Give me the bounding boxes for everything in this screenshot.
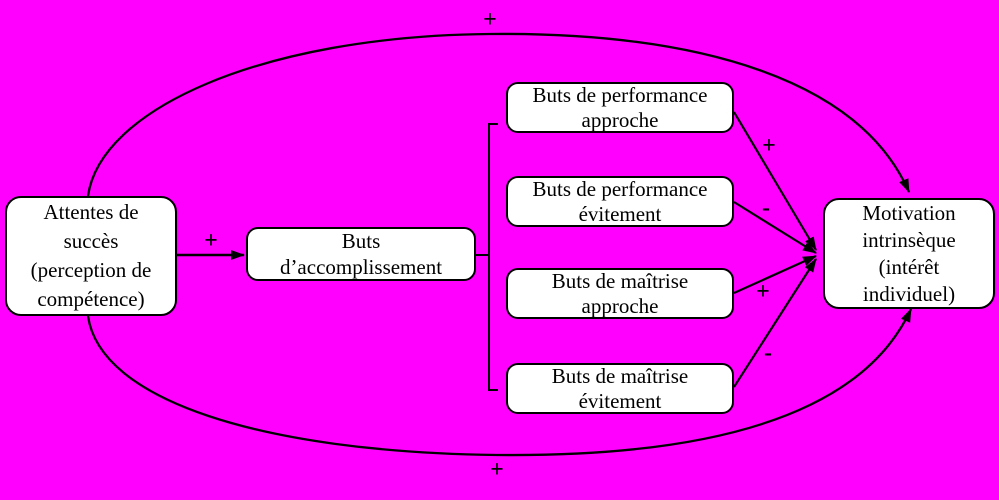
node-line: Buts de performance [532, 176, 708, 201]
edge-sign-perf-approche: + [762, 133, 776, 159]
node-line: évitement [578, 201, 662, 226]
node-line: Motivation [862, 200, 956, 225]
edge-sign-perf-evitement: - [762, 195, 770, 221]
node-line: Buts de maîtrise [551, 268, 689, 293]
node-buts-accomplissement: Buts d’accomplissement [246, 227, 476, 281]
edge-attentes-motivation-bottom-curve [86, 308, 913, 457]
edge-maitrise-approche-motivation [733, 254, 817, 295]
node-line: évitement [578, 388, 662, 413]
node-line: (perception de [30, 258, 152, 282]
edge-sign-attentes-accomplissement: + [204, 228, 218, 254]
edge-maitrise-evitement-motivation [733, 258, 817, 388]
node-buts-performance-evitement: Buts de performance évitement [506, 176, 734, 227]
bracket-goals [488, 123, 498, 391]
node-motivation-intrinseque: Motivation intrinsèque (intérêt individu… [823, 198, 995, 309]
edge-perf-evitement-motivation [733, 201, 817, 254]
node-line: d’accomplissement [279, 255, 443, 279]
node-line: approche [581, 107, 659, 132]
node-attentes-de-succes: Attentes de succès (perception de compét… [5, 196, 177, 316]
edge-sign-maitrise-approche: + [756, 279, 770, 305]
edge-perf-approche-motivation [733, 111, 817, 251]
node-line: Buts de maîtrise [551, 363, 689, 388]
edge-sign-maitrise-evitement: - [764, 340, 772, 366]
node-line: intrinsèque [862, 227, 956, 252]
edge-attentes-motivation-top-curve [86, 32, 911, 197]
node-line: Attentes de [43, 200, 139, 224]
node-line: approche [581, 293, 659, 318]
edge-sign-top-curve: + [483, 7, 497, 33]
node-buts-maitrise-evitement: Buts de maîtrise évitement [506, 363, 734, 414]
node-line: Buts [341, 229, 381, 253]
node-line: succès [63, 229, 119, 253]
node-line: Buts de performance [532, 82, 708, 107]
node-line: compétence) [37, 287, 145, 311]
node-line: individuel) [862, 281, 956, 306]
node-buts-performance-approche: Buts de performance approche [506, 82, 734, 133]
node-buts-maitrise-approche: Buts de maîtrise approche [506, 268, 734, 319]
edge-sign-bottom-curve: + [490, 457, 504, 483]
node-line: (intérêt [878, 254, 940, 279]
